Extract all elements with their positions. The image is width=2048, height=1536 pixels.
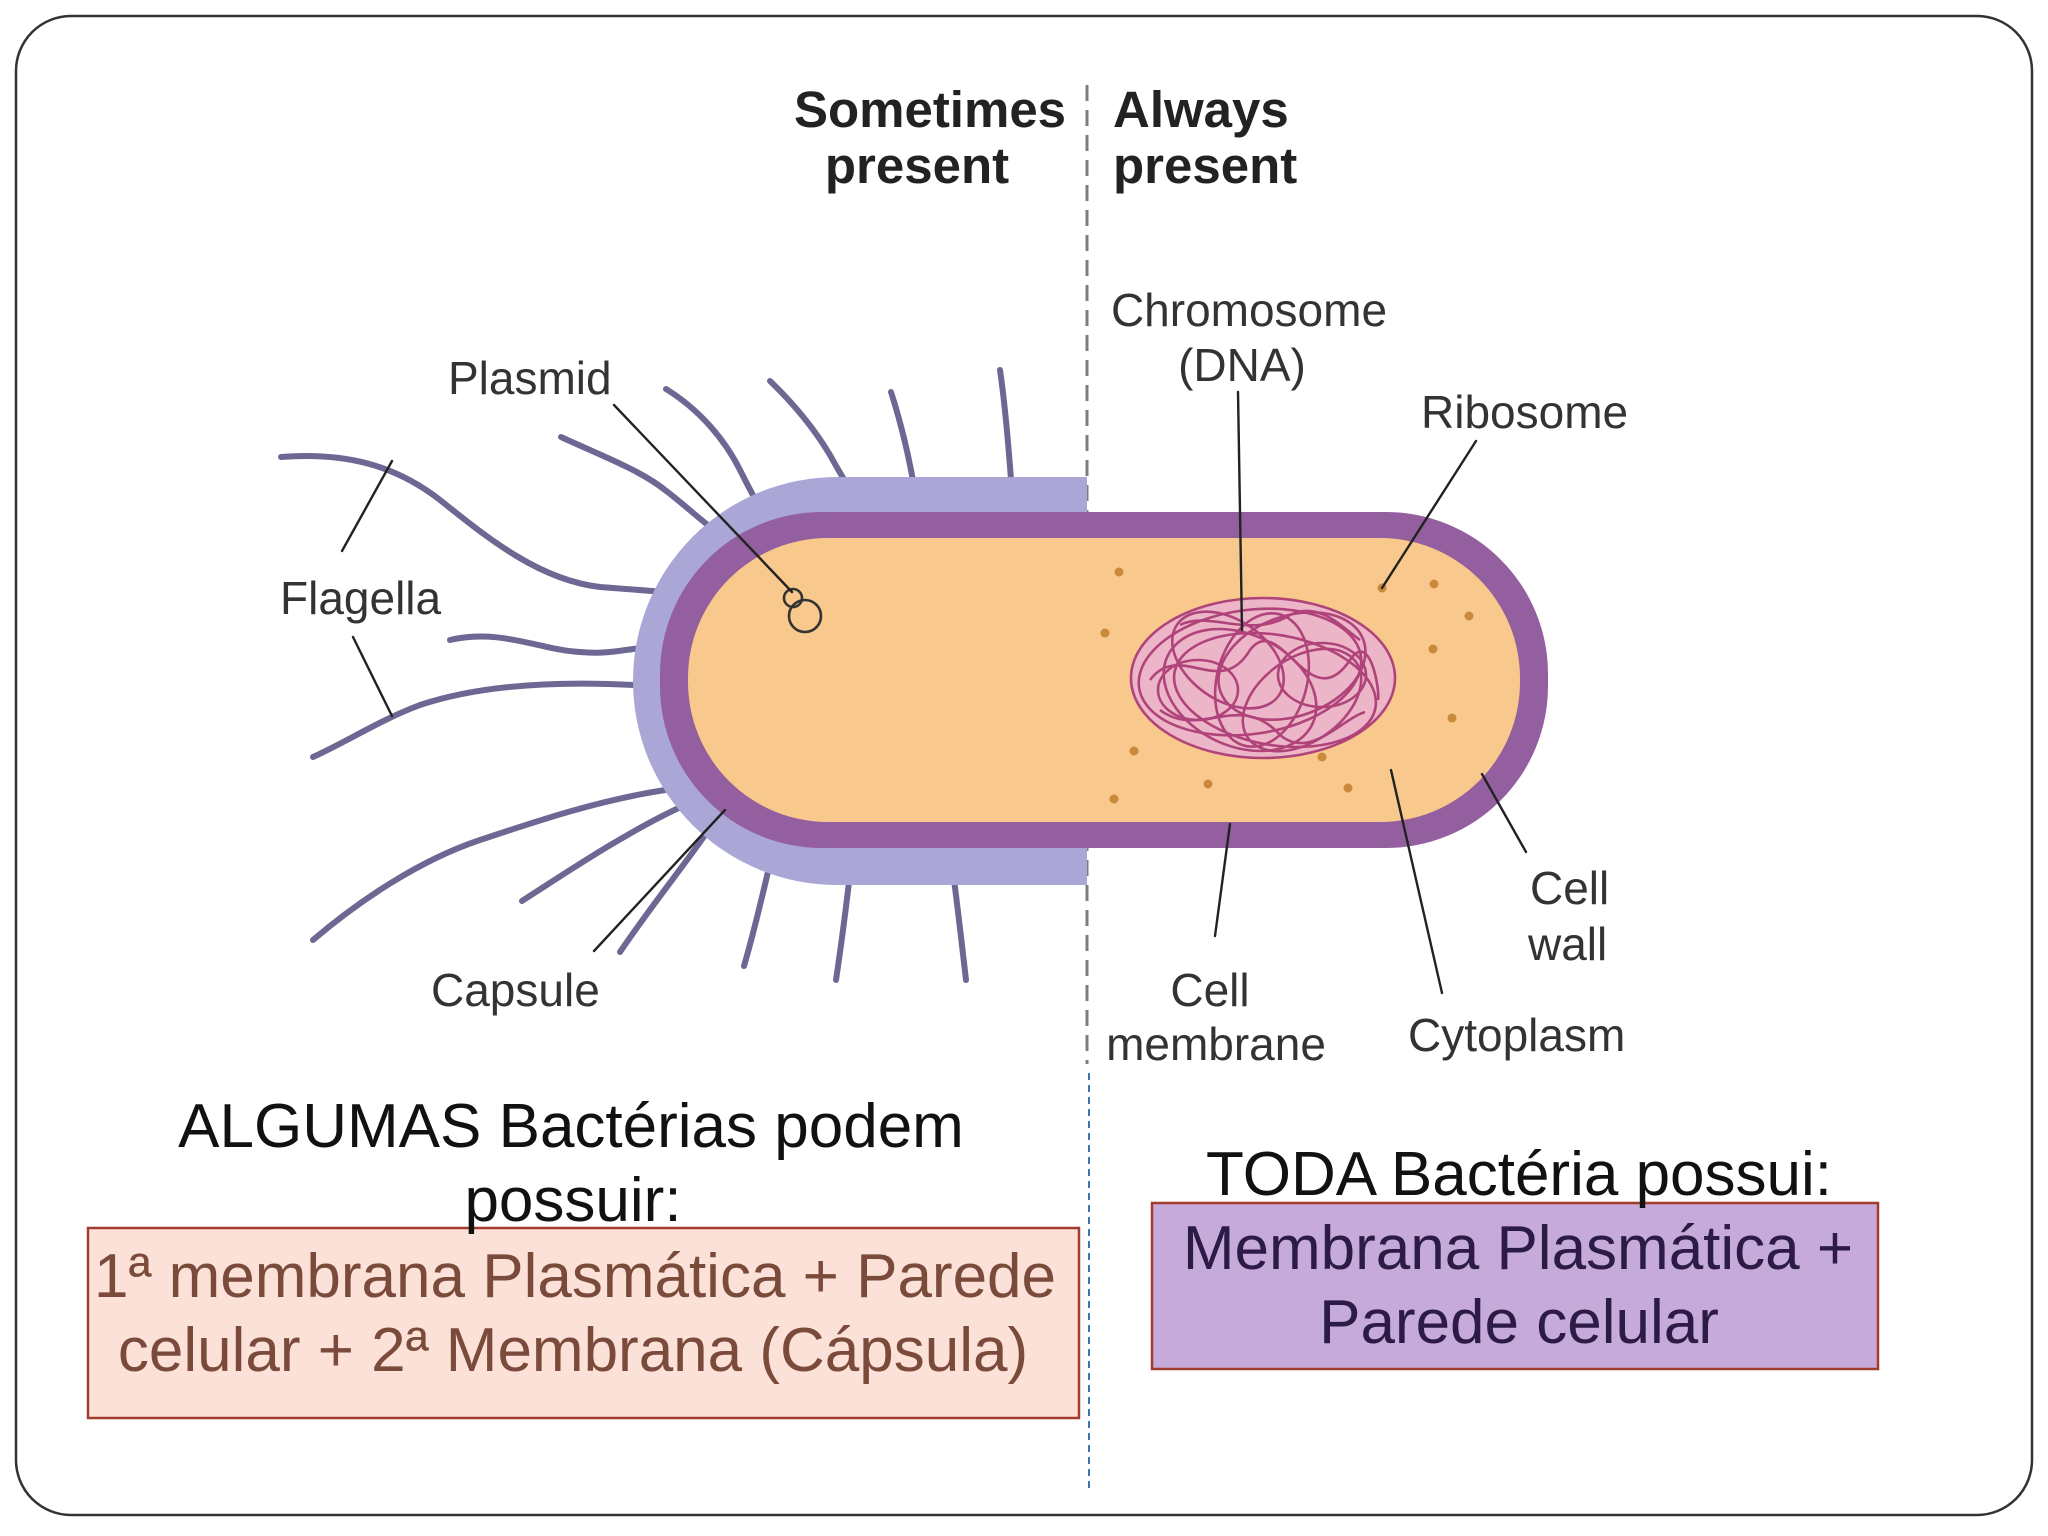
ribosome-dot (1447, 713, 1457, 723)
flagella-pointer-line-upper (340, 459, 394, 553)
left-info-box (86, 1226, 1081, 1420)
chromosome-strand (1148, 639, 1380, 701)
right-box-text-line2: Parede celular (1319, 1288, 1719, 1357)
capsule-label: Capsule (431, 964, 600, 1016)
flagellum (997, 367, 1015, 495)
cell-membrane-label-line2: membrane (1106, 1018, 1326, 1070)
chromosome-label-line1: Chromosome (1111, 284, 1387, 336)
sometimes-present-heading-line2: present (825, 137, 1009, 194)
ribosome-dot (1343, 783, 1353, 793)
chromosome-loop (1170, 610, 1286, 710)
flagellum (310, 680, 653, 760)
flagellum (278, 452, 668, 595)
ribosome-label: Ribosome (1421, 386, 1628, 438)
sometimes-present-heading-line1: Sometimes (794, 81, 1066, 138)
flagella-pointer-line-lower (351, 635, 394, 718)
right-info-box (1150, 1201, 1880, 1371)
ribosome-dot (1100, 628, 1110, 638)
cell-wall-label-line1: Cell (1530, 862, 1609, 914)
chromosome-pointer-line (1236, 390, 1244, 632)
ribosome-dot (1428, 644, 1438, 654)
cytoplasm-pointer-line (1389, 768, 1444, 995)
flagella-label: Flagella (280, 572, 442, 624)
cytoplasm-label: Cytoplasm (1408, 1009, 1625, 1061)
ribosome-dot (1203, 779, 1213, 789)
plasmid-pointer-line (612, 403, 794, 594)
flagellum (447, 633, 663, 656)
flagella-group (278, 367, 1015, 983)
ribosome-dot (1317, 752, 1327, 762)
cell-membrane-label-line1: Cell (1170, 964, 1249, 1016)
ribosome-dot (1114, 567, 1124, 577)
left-caption-line1: ALGUMAS Bactérias podem (178, 1092, 964, 1161)
chromosome-strand (1179, 609, 1361, 642)
cell-wall-pointer-line (1480, 772, 1528, 854)
left-box-text: 1ª membrana Plasmática + Parede celular … (94, 1242, 1056, 1385)
left-caption: ALGUMAS Bactérias podem possuir: (178, 1092, 964, 1235)
right-caption: TODA Bactéria possui: (1206, 1140, 1832, 1209)
ribosome-dot (1464, 611, 1474, 621)
chromosome-loop (1213, 611, 1311, 749)
ribosome-dot (1129, 746, 1139, 756)
left-box-text-line1: 1ª membrana Plasmática + Parede (94, 1242, 1056, 1311)
chromosome-loop (1276, 641, 1368, 709)
plasmid-ring (787, 598, 823, 634)
right-box-text-line1: Membrana Plasmática + (1183, 1214, 1853, 1283)
ribosome-dot (1429, 579, 1439, 589)
flagellum (617, 832, 708, 955)
always-present-heading-line1: Always (1113, 81, 1289, 138)
chromosome-label-line2: (DNA) (1178, 339, 1306, 391)
capsule-pointer-line (592, 808, 727, 953)
flagellum (310, 787, 668, 943)
left-caption-line2: possuir: (464, 1166, 681, 1235)
right-box-text: Membrana Plasmática + Parede celular (1183, 1214, 1853, 1357)
cell-wall-label-line2: wall (1527, 918, 1607, 970)
flagellum (519, 802, 688, 904)
ribosome-pointer-line (1380, 439, 1478, 590)
box-borders (86, 1201, 1880, 1420)
left-box-text-line2: celular + 2ª Membrana (Cápsula) (118, 1316, 1028, 1385)
chromosome (1129, 596, 1397, 760)
flagellum (558, 434, 725, 539)
ribosomes (1100, 567, 1474, 804)
always-present-heading-line2: present (1113, 137, 1297, 194)
cell-membrane-pointer-line (1213, 822, 1232, 938)
chromosome-loop (1217, 611, 1367, 721)
plasmid (782, 587, 823, 634)
ribosome-dot (1109, 794, 1119, 804)
plasmid-ring (782, 587, 804, 609)
chromosome-strand (1159, 708, 1366, 745)
plasmid-label: Plasmid (448, 352, 612, 404)
